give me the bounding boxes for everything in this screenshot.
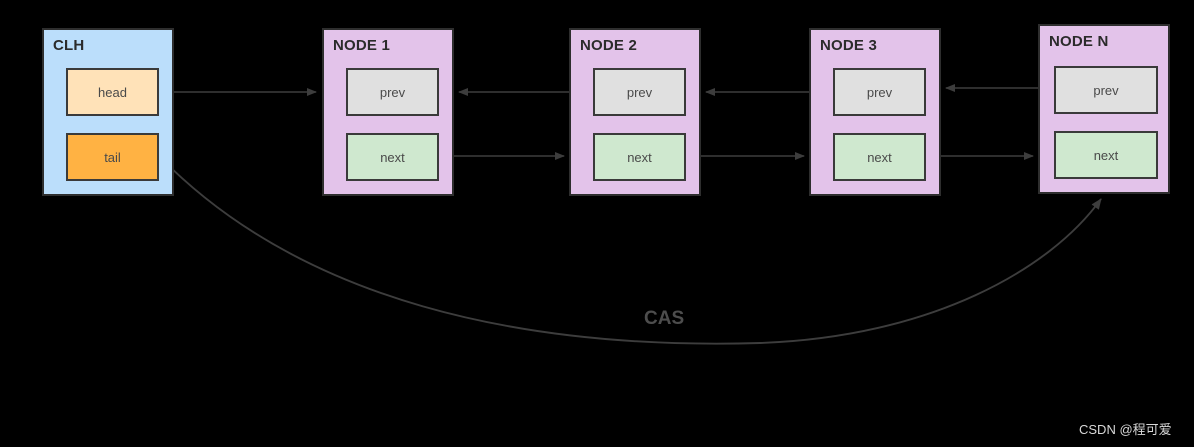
field-node-1-prev-label: prev: [379, 84, 406, 100]
field-node-1-prev[interactable]: prev: [346, 68, 439, 116]
group-node-2-title: NODE 2: [580, 37, 638, 54]
field-node-2-prev[interactable]: prev: [593, 68, 686, 116]
field-node-3-prev[interactable]: prev: [833, 68, 926, 116]
field-node-n-next-label: next: [1093, 147, 1119, 163]
field-node-3-prev-label: prev: [866, 84, 893, 100]
group-node-1[interactable]: NODE 1 prev next: [322, 28, 454, 196]
group-node-3[interactable]: NODE 3 prev next: [809, 28, 941, 196]
group-clh-title: CLH: [53, 37, 85, 54]
field-node-2-next[interactable]: next: [593, 133, 686, 181]
field-node-1-next[interactable]: next: [346, 133, 439, 181]
field-node-2-prev-label: prev: [626, 84, 653, 100]
group-node-1-title: NODE 1: [333, 37, 391, 54]
field-tail-label: tail: [104, 149, 121, 165]
field-tail[interactable]: tail: [66, 133, 159, 181]
group-clh[interactable]: CLH head tail: [42, 28, 174, 196]
group-node-3-title: NODE 3: [820, 37, 878, 54]
field-head[interactable]: head: [66, 68, 159, 116]
field-node-n-prev[interactable]: prev: [1054, 66, 1158, 114]
field-node-n-next[interactable]: next: [1054, 131, 1158, 179]
field-head-label: head: [98, 84, 127, 100]
group-node-n-title: NODE N: [1049, 33, 1109, 50]
field-node-1-next-label: next: [380, 149, 405, 165]
field-node-3-next-label: next: [867, 149, 892, 165]
watermark: CSDN @程可爱: [1079, 422, 1172, 437]
group-node-n[interactable]: NODE N prev next: [1038, 24, 1170, 194]
field-node-2-next-label: next: [627, 149, 652, 165]
field-node-3-next[interactable]: next: [833, 133, 926, 181]
cas-annotation-label: CAS: [644, 308, 685, 329]
group-node-2[interactable]: NODE 2 prev next: [569, 28, 701, 196]
field-node-n-prev-label: prev: [1093, 82, 1119, 98]
